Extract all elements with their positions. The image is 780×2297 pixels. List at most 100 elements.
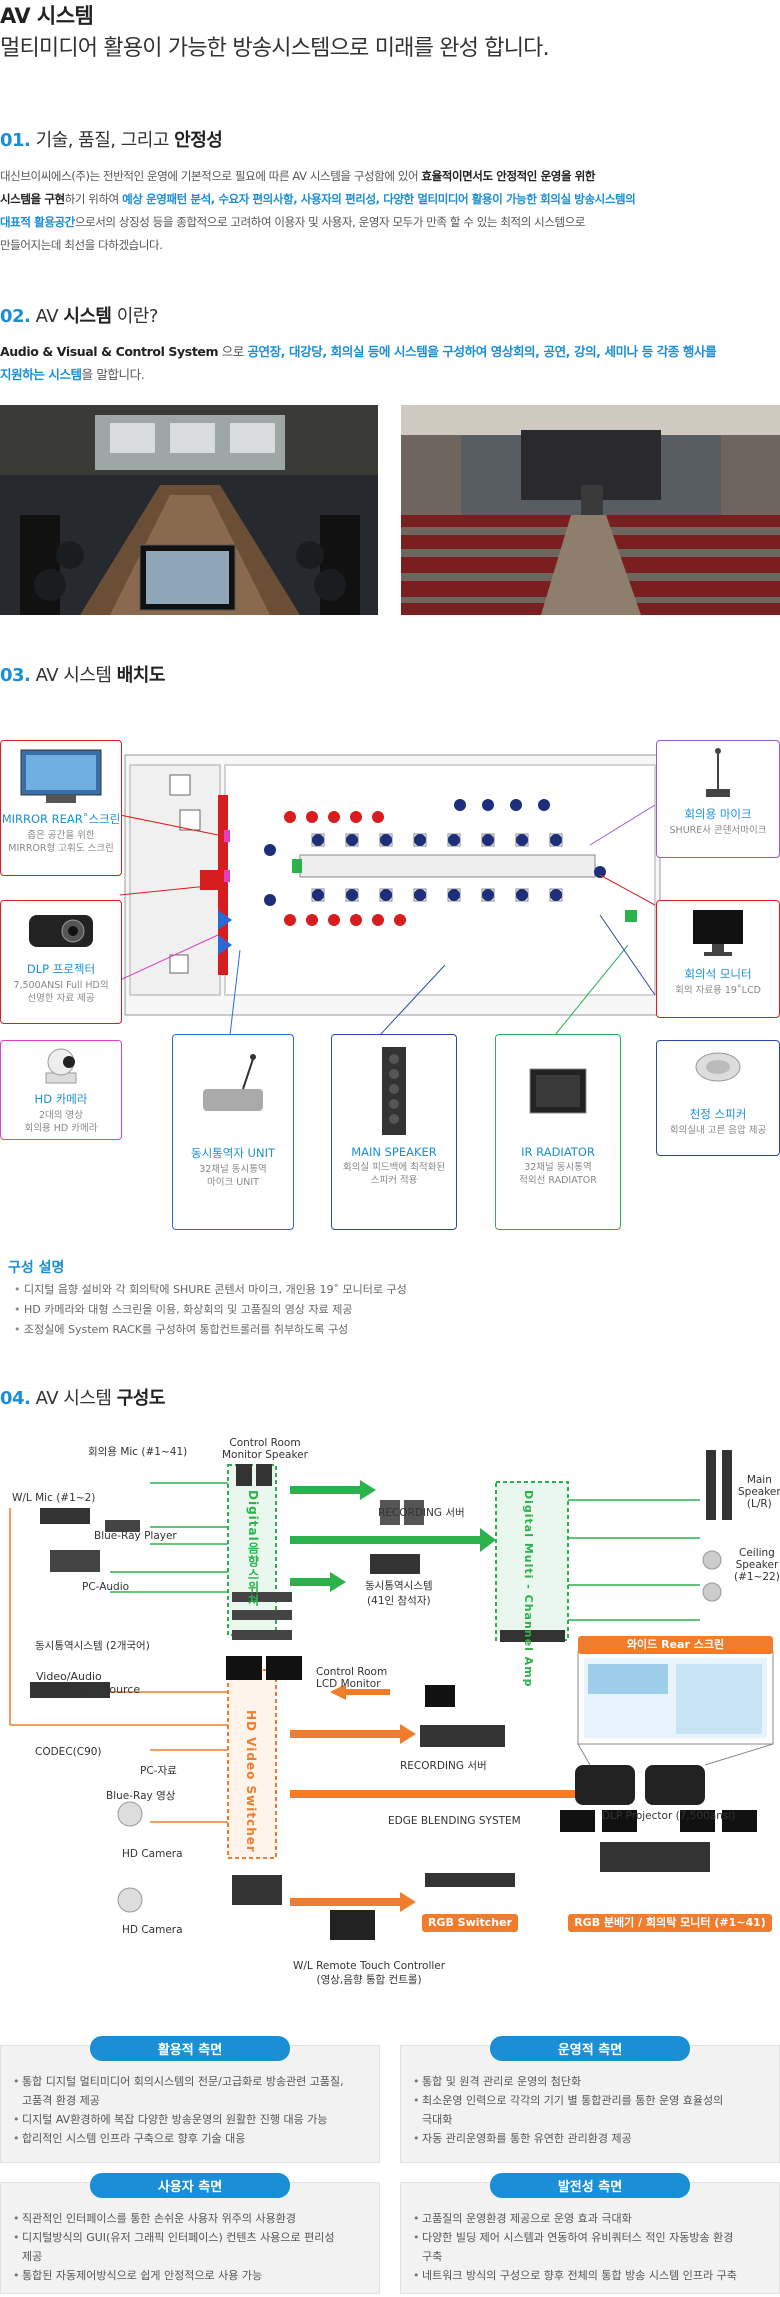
callout-mirror-screen: MIRROR REAR˚스크린 좁은 공간을 위한 MIRROR형 고휘도 스크… <box>0 740 122 876</box>
aspect-item: 디지털방식의 GUI(유저 그래픽 인터페이스) 컨텐츠 사용으로 편리성 <box>13 2228 369 2247</box>
seat-mark <box>414 834 426 846</box>
config-item: 조정실에 System RACK를 구성하여 통합컨트롤러를 취부하도록 구성 <box>14 1320 407 1340</box>
seat-mark <box>306 914 318 926</box>
callout-interpreter-unit: 동시통역자 UNIT 32채널 동시통역 마이크 UNIT <box>172 1034 294 1230</box>
label-interp: 동시통역시스템 (2개국어) <box>35 1640 150 1652</box>
config-title: 구성 설명 <box>8 1260 65 1276</box>
conference-room-photo <box>0 405 378 615</box>
label-ceiling-speaker: Ceiling Speaker (#1~22) <box>734 1547 780 1583</box>
seat-mark <box>448 889 460 901</box>
aspect-box-operation: 운영적 측면 통합 및 원격 관리로 운영의 첨단화 최소운영 인력으로 각각의… <box>400 2036 780 2163</box>
interpreter-unit-icon <box>203 1054 263 1111</box>
aspect-item: 통합 및 원격 관리로 운영의 첨단화 <box>413 2072 769 2091</box>
label-edge-blending: EDGE BLENDING SYSTEM <box>388 1815 521 1827</box>
system-diagram <box>9 1450 774 1940</box>
speaker-icon <box>382 1047 406 1135</box>
aspect-item: 통합된 자동제어방식으로 쉽게 안정적으로 사용 가능 <box>13 2266 369 2285</box>
label-conf-source: Video/Audio Conference Source <box>36 1670 141 1696</box>
seat-mark <box>328 914 340 926</box>
label-hd-switcher: HD Video Switcher <box>244 1710 258 1853</box>
ceiling-speaker-icon <box>695 1052 741 1082</box>
aspect-item: 고품질의 운영환경 제공으로 운영 효과 극대화 <box>413 2209 769 2228</box>
seat-mark <box>482 834 494 846</box>
aspect-item: 합리적인 시스템 인프라 구축으로 향후 기술 대응 <box>13 2129 369 2148</box>
label-interp-41: 동시통역시스템 (41인 참석자) <box>365 1580 433 1607</box>
screen-mark <box>218 795 228 975</box>
seat-mark <box>550 834 562 846</box>
label-recording: RECORDING 서버 <box>378 1507 465 1519</box>
seat-mark <box>448 834 460 846</box>
config-item: HD 카메라와 대형 스크린을 이용, 화상회의 및 고품질의 영상 자료 제공 <box>14 1300 407 1320</box>
label-pc-audio: PC-Audio <box>82 1581 130 1593</box>
device-icons <box>30 1450 757 1940</box>
seat-mark <box>306 811 318 823</box>
label-rgb-switcher: RGB Switcher <box>422 1914 518 1932</box>
label-rgb-distributor: RGB 분배기 / 회의탁 모니터 (#1~41) <box>568 1914 772 1932</box>
seat-mark <box>264 894 276 906</box>
aspect-box-development: 발전성 측면 고품질의 운영환경 제공으로 운영 효과 극대화 다양한 빌딩 제… <box>400 2173 780 2294</box>
seat-mark <box>372 811 384 823</box>
callout-ir-radiator: IR RADIATOR 32채널 동시통역 적외선 RADIATOR <box>495 1034 621 1230</box>
seat-mark <box>284 811 296 823</box>
label-wl-mic: W/L Mic (#1~2) <box>12 1492 96 1504</box>
aspect-item: 고품격 환경 제공 <box>22 2094 100 2107</box>
seat-mark <box>594 866 606 878</box>
label-dlp-projector: DLP Projector (7,500ansi) <box>602 1810 736 1822</box>
auditorium-photo <box>401 405 780 615</box>
seat-mark <box>482 799 494 811</box>
seat-mark <box>284 914 296 926</box>
callout-ceiling-speaker: 천정 스피커 회의실내 고른 음압 제공 <box>656 1040 780 1156</box>
seat-mark <box>394 914 406 926</box>
seat-mark <box>380 889 392 901</box>
label-main-speaker: Main Speaker (L/R) <box>738 1474 780 1510</box>
seat-mark <box>414 889 426 901</box>
camera-icon <box>45 1048 77 1084</box>
callout-conference-mic: 회의용 마이크 SHURE사 콘덴서마이크 <box>656 740 780 858</box>
seat-mark <box>538 799 550 811</box>
aspect-title: 운영적 측면 <box>490 2036 690 2061</box>
seat-mark <box>264 844 276 856</box>
aspect-item: 제공 <box>22 2250 43 2263</box>
callout-seat-monitor: 회의석 모니터 회의 자료용 19˚LCD <box>656 900 780 1018</box>
seat-mark <box>516 889 528 901</box>
floor-plan-diagram <box>119 754 661 1036</box>
section-1-text: 대신브이씨에스(주)는 전반적인 운영에 기본적으로 필요에 따른 AV 시스템… <box>0 169 636 252</box>
label-wide-rear-screen: 와이드 Rear 스크린 <box>578 1636 773 1654</box>
config-item: 디지털 음향 설비와 각 회의탁에 SHURE 콘텐서 마이크, 개인용 19˚… <box>14 1280 407 1300</box>
seat-mark <box>510 799 522 811</box>
seat-mark <box>516 834 528 846</box>
label-recording-2: RECORDING 서버 <box>400 1760 487 1772</box>
callout-main-speaker: MAIN SPEAKER 회의실 피드백에 최적화된 스피커 적용 <box>331 1034 457 1230</box>
seat-mark <box>346 889 358 901</box>
seat-mark <box>482 889 494 901</box>
label-digital-switcher: Digital음향스위쳐 <box>246 1490 260 1607</box>
projector-icon <box>29 915 93 947</box>
section-4-title: 04. AV 시스템 구성도 <box>0 1388 165 1409</box>
seat-mark <box>350 811 362 823</box>
section-2-text: Audio & Visual & Control System 으로 공연장, … <box>0 344 717 382</box>
seat-mark <box>312 889 324 901</box>
aspect-title: 발전성 측면 <box>490 2173 690 2198</box>
aspect-box-user: 사용자 측면 직관적인 인터페이스를 통한 손쉬운 사용자 위주의 사용환경 디… <box>0 2173 380 2294</box>
aspect-title: 사용자 측면 <box>90 2173 290 2198</box>
seat-mark <box>372 914 384 926</box>
aspect-item: 자동 관리운영화를 통한 유연한 관리환경 제공 <box>413 2129 769 2148</box>
aspect-item: 다양한 빌딩 제어 시스템과 연동하여 유비쿼터스 적인 자동방송 환경 <box>413 2228 769 2247</box>
page-subtitle: 멀티미디어 활용이 가능한 방송시스템으로 미래를 완성 합니다. <box>0 36 550 61</box>
label-ctrl-lcd: Control Room LCD Monitor <box>316 1666 388 1690</box>
seat-mark <box>346 834 358 846</box>
seat-mark <box>550 889 562 901</box>
seat-mark <box>380 834 392 846</box>
page-title: AV 시스템 <box>0 4 94 28</box>
label-pc-data: PC-자료 <box>140 1765 177 1777</box>
callout-hd-camera: HD 카메라 2대의 영상 회의용 HD 카메라 <box>0 1040 122 1140</box>
label-hdcam-1: HD Camera <box>122 1848 183 1860</box>
aspect-item: 통합 디지털 멀티미디어 회의시스템의 전문/고급화로 방송관련 고품질, <box>13 2072 369 2091</box>
seat-mark <box>328 811 340 823</box>
label-hdcam-2: HD Camera <box>122 1924 183 1936</box>
aspect-item: 극대화 <box>422 2113 453 2126</box>
microphone-icon <box>706 748 730 797</box>
seat-mark <box>350 914 362 926</box>
label-wl-remote: W/L Remote Touch Controller (영상,음향 통합 컨트… <box>293 1960 446 1986</box>
